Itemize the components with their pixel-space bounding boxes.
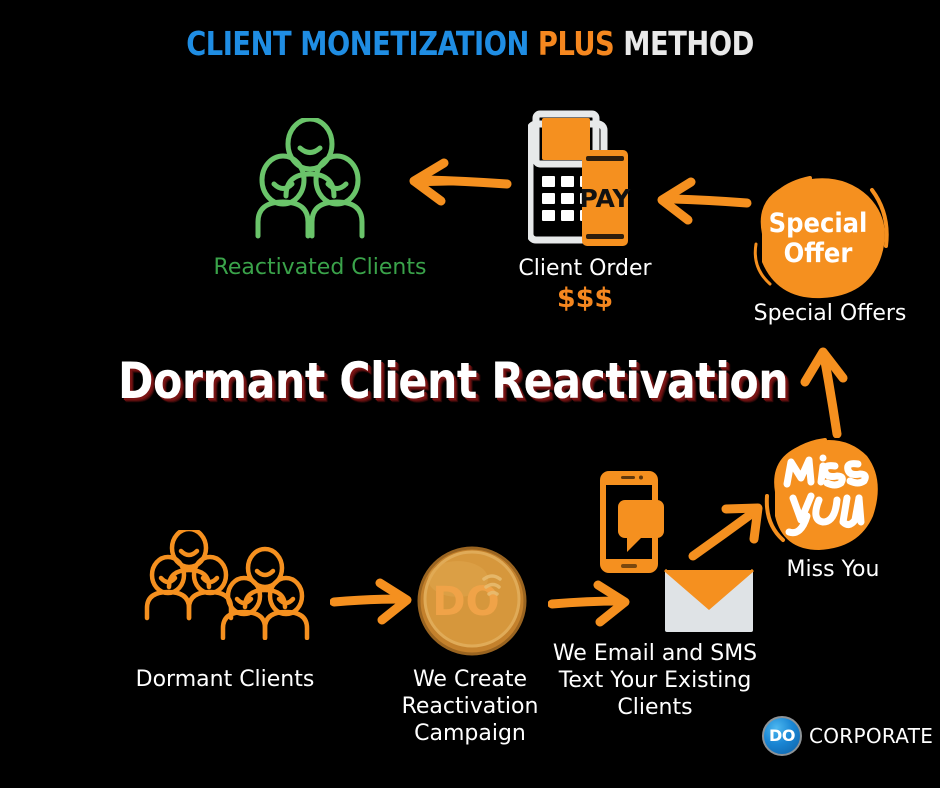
do-coin-icon: DO bbox=[416, 545, 528, 661]
reactivated-clients-icon bbox=[250, 116, 370, 247]
arrow-right-icon-bottom-2 bbox=[547, 580, 638, 634]
client-order-amount: $$$ bbox=[556, 283, 614, 314]
do-logo-badge: DO bbox=[762, 716, 802, 756]
campaign-label: We Create Reactivation Campaign bbox=[401, 667, 539, 746]
pay-text: PAY bbox=[579, 184, 631, 213]
client-order-label: Client Order bbox=[518, 256, 652, 281]
special-offers-label: Special Offers bbox=[753, 301, 907, 326]
email-sms-label: We Email and SMS Text Your Existing Clie… bbox=[552, 641, 758, 720]
miss-you-label: Miss You bbox=[786, 557, 880, 582]
do-corporate-logo: DO CORPORATE bbox=[762, 716, 933, 756]
page-title: CLIENT MONETIZATION PLUS METHOD bbox=[38, 24, 903, 63]
title-part-client-monetization: CLIENT MONETIZATION bbox=[186, 24, 538, 63]
title-part-plus: PLUS bbox=[537, 24, 615, 63]
title-part-method: METHOD bbox=[614, 24, 754, 63]
phone-message-icon bbox=[597, 468, 667, 582]
reactivated-clients-label: Reactivated Clients bbox=[213, 255, 427, 280]
miss-you-badge-icon bbox=[761, 436, 883, 558]
dormant-clients-icon bbox=[143, 526, 323, 644]
special-offer-line2: Offer bbox=[784, 238, 853, 269]
special-offer-badge-icon: Special Offer bbox=[744, 172, 894, 306]
do-logo-badge-text: DO bbox=[769, 726, 795, 745]
client-order-pos-icon: PAY bbox=[526, 110, 648, 254]
special-offer-line1: Special bbox=[769, 208, 868, 239]
dormant-clients-label: Dormant Clients bbox=[135, 667, 315, 692]
arrow-up-icon bbox=[795, 338, 865, 442]
envelope-icon bbox=[663, 562, 755, 638]
arrow-right-icon-bottom-1 bbox=[329, 578, 420, 632]
arrow-left-icon-top-1 bbox=[404, 158, 514, 212]
do-logo-word: CORPORATE bbox=[809, 724, 934, 748]
arrow-up-right-icon bbox=[688, 496, 770, 566]
headline-dormant-client-reactivation: Dormant Client Reactivation bbox=[118, 352, 789, 410]
arrow-left-icon-top-2 bbox=[653, 177, 753, 231]
